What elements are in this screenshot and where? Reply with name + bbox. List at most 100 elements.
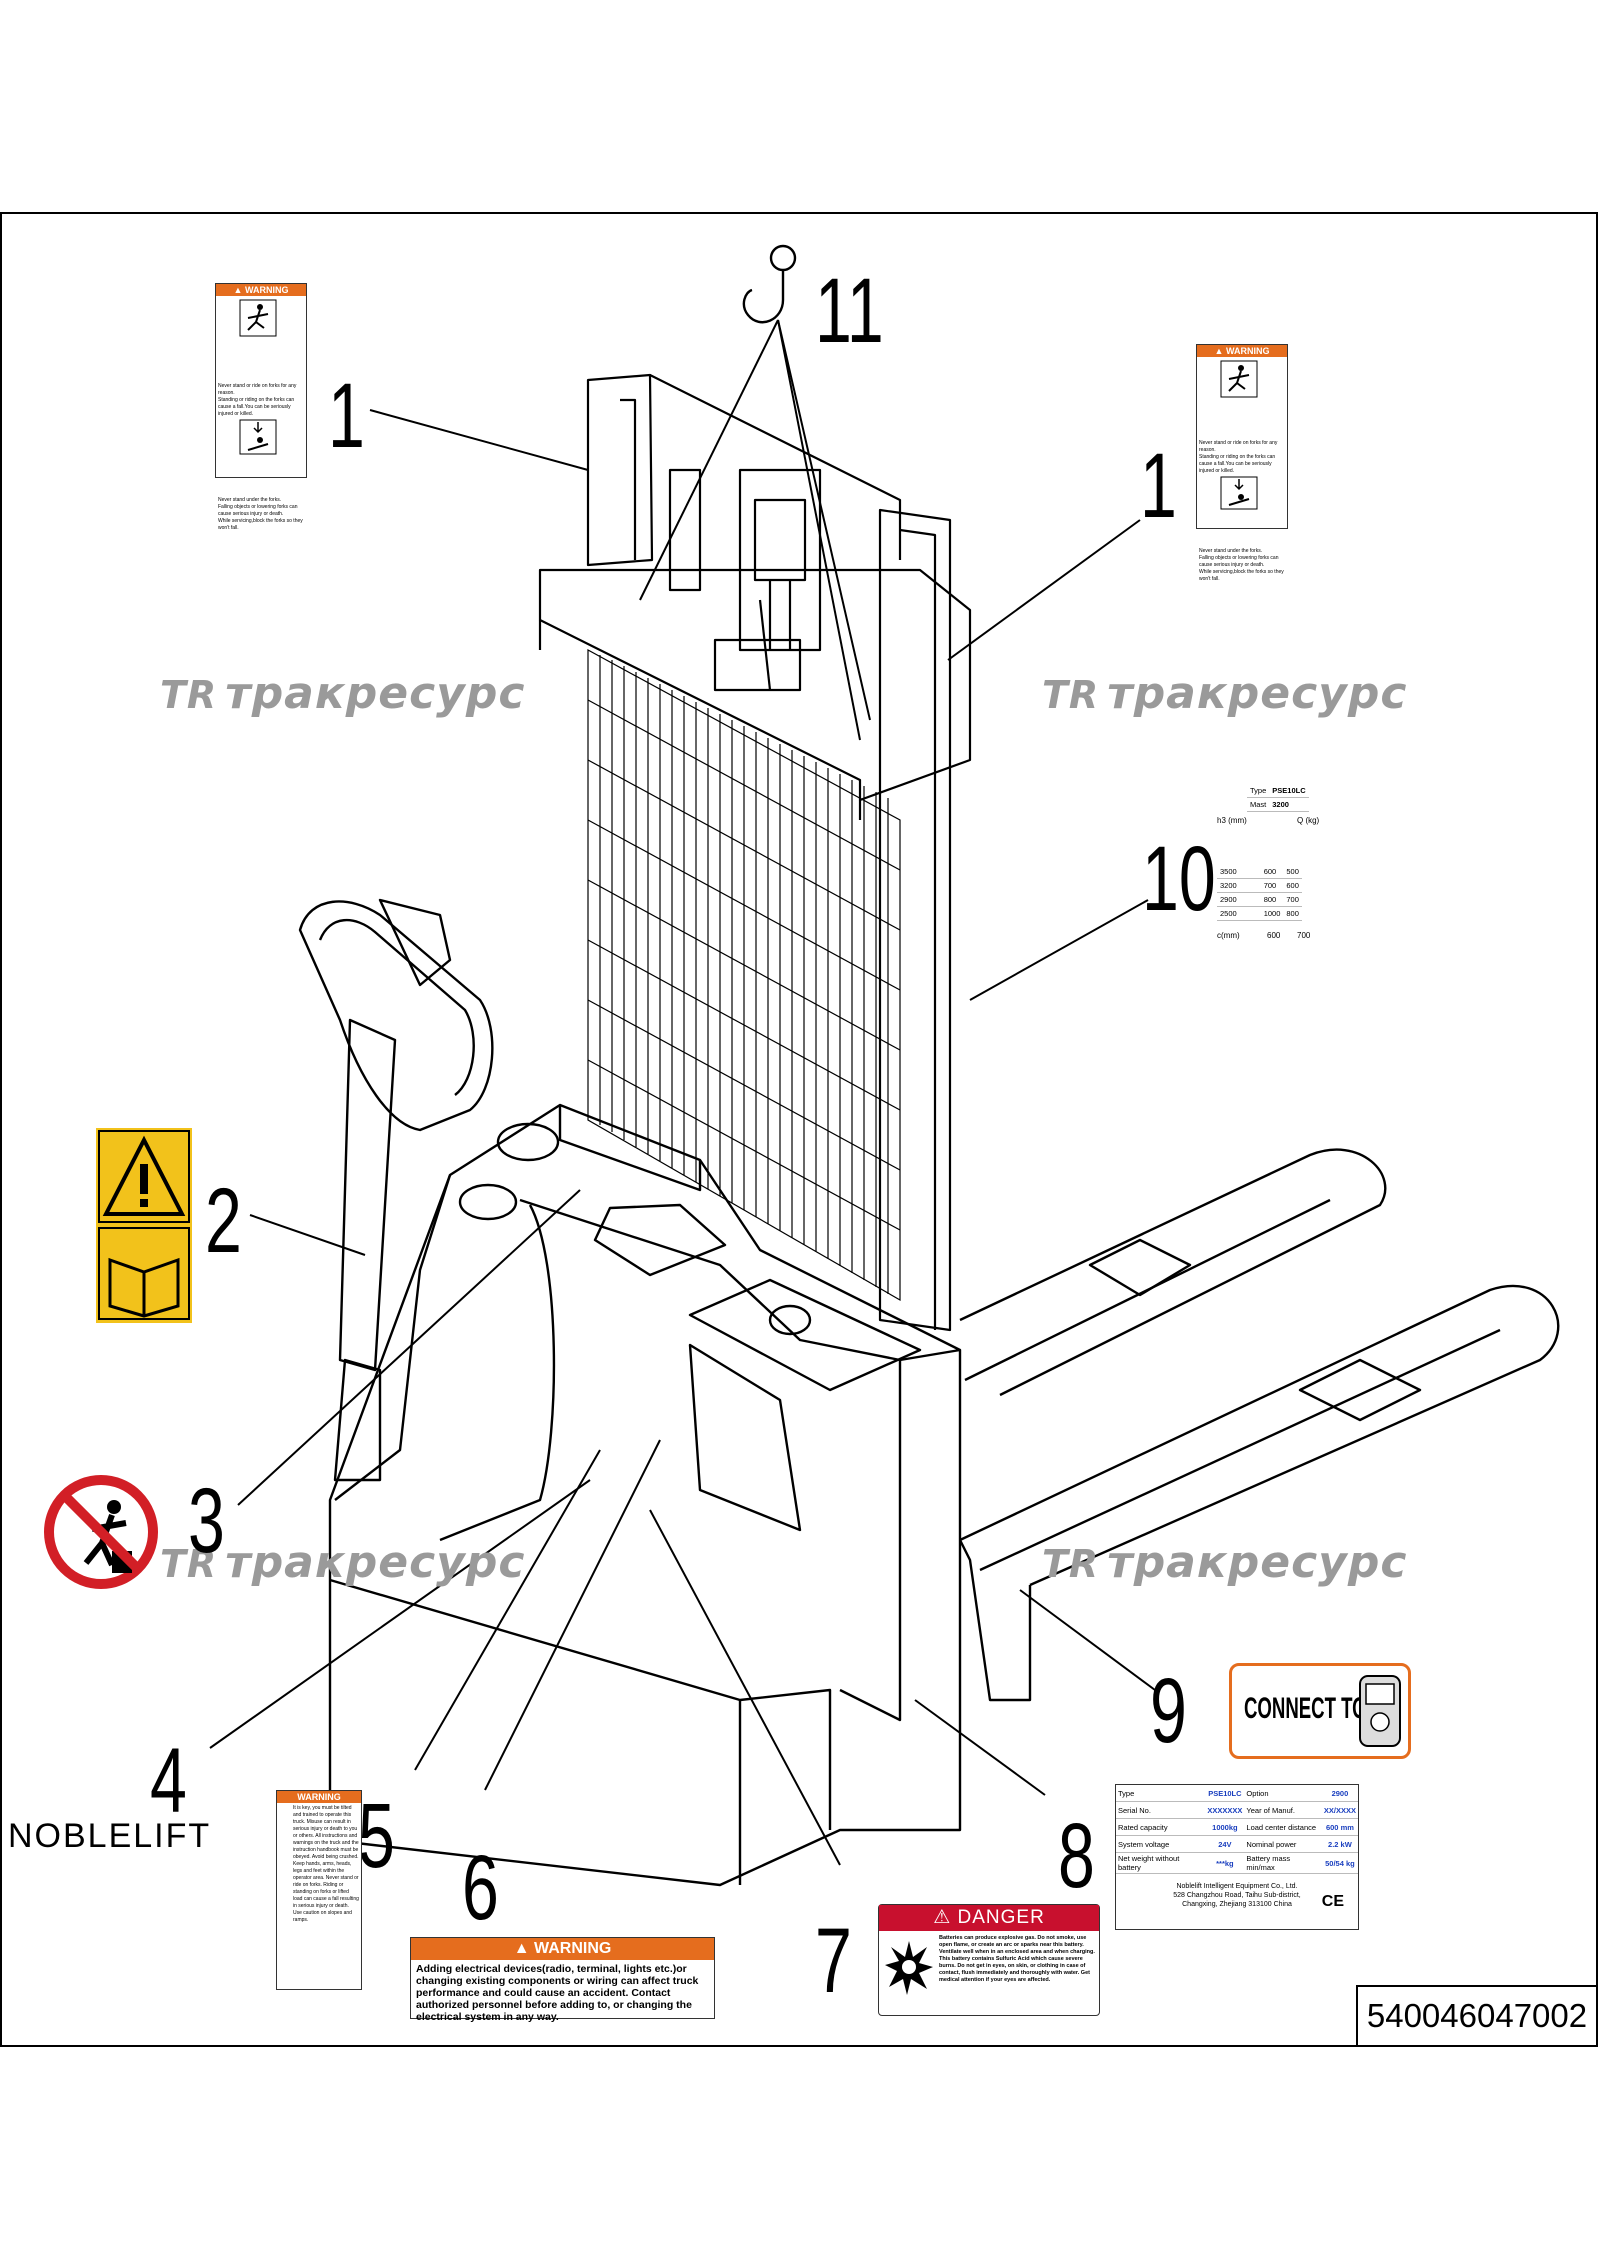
capacity-q-label: Q (kg): [1297, 816, 1320, 825]
warning-text: While servicing,block the forks so they …: [218, 518, 303, 531]
capacity-c-value: 600: [1267, 931, 1281, 940]
nameplate-value: ***kg: [1205, 1852, 1245, 1874]
falling-load-icon: [239, 419, 277, 455]
callout-1-left: 1: [328, 365, 365, 467]
table-row: 2900 800 700: [1217, 892, 1302, 907]
no-riding-icon: [239, 299, 277, 337]
connect-label-text: CONNECT TO: [1244, 1692, 1367, 1725]
warning-label-header: WARNING: [277, 1791, 361, 1803]
capacity-h: 2900: [1217, 892, 1240, 907]
watermark-text: тракресурс: [225, 1537, 526, 1588]
warning-text: Never stand under the forks.: [218, 497, 282, 503]
capacity-q: 600: [1283, 878, 1302, 893]
callout-6: 6: [462, 1837, 499, 1939]
watermark-text: тракресурс: [1107, 1537, 1408, 1588]
manufacturer-address: 528 Changzhou Road, Taihu Sub-district,: [1173, 1892, 1301, 1899]
watermark-text: тракресурс: [225, 668, 526, 719]
capacity-q: 800: [1283, 906, 1302, 921]
table-row: Rated capacity 1000kg Load center distan…: [1116, 1818, 1358, 1836]
nameplate-value: 1000kg: [1205, 1818, 1245, 1836]
table-row: 3200 700 600: [1217, 878, 1302, 893]
capacity-h: 3200: [1217, 878, 1240, 893]
capacity-h-label: h3 (mm): [1217, 816, 1247, 825]
read-manual-label: [96, 1128, 192, 1323]
nameplate-value: PSE10LC: [1205, 1785, 1245, 1802]
callout-4: 4: [150, 1730, 187, 1832]
danger-text: Batteries can produce explosive gas. Do …: [939, 1935, 1095, 1983]
warning-text: Adding electrical devices(radio, termina…: [416, 1963, 699, 2023]
danger-label-title: DANGER: [957, 1907, 1045, 1928]
capacity-type-table: Type PSE10LC Mast 3200: [1247, 784, 1309, 812]
callout-11: 11: [815, 260, 884, 362]
nameplate-key: Rated capacity: [1116, 1818, 1206, 1836]
nameplate-value: 600 mm: [1321, 1818, 1358, 1836]
danger-label-7: ⚠ DANGER Batteries can produce explosive…: [878, 1904, 1100, 2016]
warning-text: While servicing,block the forks so they …: [1199, 569, 1284, 582]
capacity-c-label: c(mm): [1217, 931, 1240, 940]
capacity-table: 3500 600 500 3200 700 600 2900 800 700 2…: [1217, 865, 1302, 921]
warning-label-6: ▲ WARNING Adding electrical devices(radi…: [410, 1937, 715, 2023]
nameplate-key: Year of Manuf.: [1244, 1801, 1322, 1819]
ce-mark: CE: [1321, 1893, 1344, 1910]
warning-label-1-right: ▲ WARNING Never stand or ride on forks f…: [1196, 344, 1288, 582]
nameplate-key: Type: [1116, 1785, 1206, 1802]
manufacturer-address: Changxing, Zhejiang 313100 China: [1182, 1901, 1292, 1908]
warning-triangle-icon: ⚠: [933, 1907, 952, 1928]
watermark-logo: TR: [160, 673, 218, 717]
warning-text: Standing or riding on the forks can caus…: [1199, 454, 1276, 474]
table-row: 2500 1000 800: [1217, 906, 1302, 921]
capacity-q: 600: [1239, 865, 1284, 879]
callout-9: 9: [1150, 1660, 1187, 1762]
warning-label-1-left: ▲ WARNING Never stand or ride on forks f…: [215, 283, 307, 531]
nameplate-table: Type PSE10LC Option 2900 Serial No. XXXX…: [1116, 1785, 1358, 1874]
nameplate-label-8: Type PSE10LC Option 2900 Serial No. XXXX…: [1115, 1784, 1359, 1930]
nameplate-footer: Noblelift Intelligent Equipment Co., Ltd…: [1116, 1874, 1358, 1909]
nameplate-key: Option: [1244, 1785, 1322, 1802]
nameplate-key: Battery mass min/max: [1244, 1852, 1322, 1874]
no-riding-icon: [1220, 360, 1258, 398]
warning-triangle-icon: ▲: [513, 1940, 530, 1957]
nameplate-value: XXXXXXX: [1205, 1801, 1245, 1819]
callout-3: 3: [188, 1470, 225, 1572]
table-row: Type PSE10LC: [1247, 784, 1309, 798]
callout-7: 7: [815, 1910, 852, 2012]
capacity-h: 2500: [1217, 906, 1240, 921]
warning-label-header: ▲ WARNING: [216, 284, 306, 296]
capacity-header: h3 (mm) Q (kg): [1217, 816, 1357, 825]
nameplate-key: Serial No.: [1116, 1801, 1206, 1819]
danger-label-header: ⚠ DANGER: [879, 1905, 1099, 1931]
explosion-icon: [885, 1941, 933, 1995]
warning-text: Never stand or ride on forks for any rea…: [218, 383, 297, 396]
table-row: Serial No. XXXXXXX Year of Manuf. XX/XXX…: [1116, 1801, 1358, 1819]
handheld-diagnostic-icon: [1359, 1675, 1401, 1747]
capacity-key: Mast: [1247, 797, 1270, 812]
capacity-q: 700: [1239, 878, 1284, 893]
capacity-c-value: 700: [1297, 931, 1311, 940]
drawing-frame: 540046047002: [0, 212, 1598, 2047]
no-riding-prohibition-icon: [44, 1475, 158, 1589]
nameplate-key: System voltage: [1116, 1835, 1206, 1853]
warning-label-5: WARNING It is key, you must be tilted an…: [276, 1790, 362, 1990]
capacity-value: 3200: [1269, 797, 1309, 812]
table-row: Net weight without battery ***kg Battery…: [1116, 1852, 1358, 1874]
warning-label-title: WARNING: [533, 1940, 612, 1957]
watermark-text: тракресурс: [1107, 668, 1408, 719]
callout-8: 8: [1058, 1805, 1095, 1907]
nameplate-value: 2900: [1321, 1785, 1358, 1802]
watermark-logo: TR: [1042, 673, 1100, 717]
nameplate-value: XX/XXXX: [1321, 1801, 1358, 1819]
capacity-key: Type: [1247, 784, 1270, 798]
table-row: Mast 3200: [1247, 797, 1309, 812]
warning-text: Falling objects or lowering forks can ca…: [1199, 555, 1279, 568]
watermark-logo: TR: [160, 1542, 218, 1586]
table-row: Type PSE10LC Option 2900: [1116, 1785, 1358, 1802]
capacity-value: PSE10LC: [1269, 784, 1309, 798]
watermark-logo: TR: [1042, 1542, 1100, 1586]
nameplate-value: 50/54 kg: [1321, 1852, 1358, 1874]
callout-10: 10: [1142, 828, 1216, 930]
nameplate-key: Load center distance: [1244, 1818, 1322, 1836]
warning-label-header: ▲ WARNING: [1197, 345, 1287, 357]
